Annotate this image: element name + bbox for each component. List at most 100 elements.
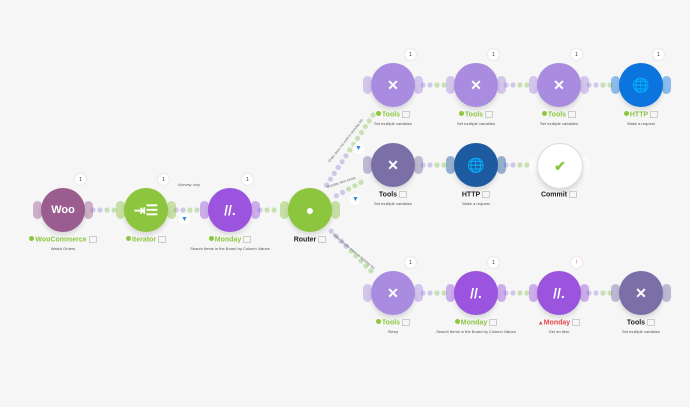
wrench-screwdriver-icon[interactable]: ✕ xyxy=(619,271,663,315)
notes-icon[interactable] xyxy=(318,236,327,243)
wrench-screwdriver-icon[interactable]: ✕ xyxy=(371,271,415,315)
globe-icon[interactable]: 🌐 xyxy=(619,63,663,107)
connector-dot xyxy=(427,82,433,88)
output-handle[interactable] xyxy=(84,201,93,219)
connector-dot xyxy=(333,193,339,199)
woocommerce-logo-icon[interactable]: Woo xyxy=(41,188,85,232)
module-action: Set multiple variables xyxy=(539,121,579,126)
output-handle[interactable] xyxy=(497,284,506,302)
input-handle[interactable] xyxy=(363,284,372,302)
notes-icon[interactable] xyxy=(572,319,581,326)
connector-dot xyxy=(517,82,523,88)
output-handle[interactable] xyxy=(497,156,506,174)
notes-icon[interactable] xyxy=(402,319,411,326)
connector-dot xyxy=(328,228,334,234)
connector-dot xyxy=(503,290,509,296)
notes-icon[interactable] xyxy=(399,191,408,198)
input-handle[interactable] xyxy=(529,156,538,174)
operations-count-bubble[interactable]: 1 xyxy=(405,49,416,60)
notes-icon[interactable] xyxy=(482,191,491,198)
monday-logo-icon[interactable]: //. xyxy=(537,271,581,315)
output-handle[interactable] xyxy=(580,284,589,302)
notes-icon[interactable] xyxy=(158,236,167,243)
output-handle[interactable] xyxy=(662,284,671,302)
success-icon xyxy=(125,236,131,242)
input-handle[interactable] xyxy=(200,201,209,219)
connector-dot xyxy=(517,162,523,168)
notes-icon[interactable] xyxy=(568,111,577,118)
connector-dot xyxy=(441,162,447,168)
module-title: Tools xyxy=(333,111,453,118)
connector-dot xyxy=(510,162,516,168)
input-handle[interactable] xyxy=(446,156,455,174)
monday-logo-icon[interactable]: //. xyxy=(208,188,252,232)
output-handle[interactable] xyxy=(497,76,506,94)
output-handle[interactable] xyxy=(251,201,260,219)
checkmark-icon[interactable]: ✔ xyxy=(537,143,583,189)
output-handle[interactable] xyxy=(662,76,671,94)
notes-icon[interactable] xyxy=(243,236,252,243)
module-title: Tools xyxy=(581,319,690,326)
notes-icon[interactable] xyxy=(569,191,578,198)
operations-count-bubble[interactable]: 1 xyxy=(75,174,86,185)
notes-icon[interactable] xyxy=(88,236,97,243)
module-action: Set multiple variables xyxy=(456,121,496,126)
output-handle[interactable] xyxy=(167,201,176,219)
input-handle[interactable] xyxy=(611,284,620,302)
router-icon[interactable]: ● xyxy=(288,188,332,232)
output-handle[interactable] xyxy=(580,76,589,94)
operations-count-bubble[interactable]: 1 xyxy=(242,174,253,185)
module-name: Iterator xyxy=(131,236,157,244)
input-handle[interactable] xyxy=(116,201,125,219)
input-handle[interactable] xyxy=(446,76,455,94)
module-name: Router xyxy=(293,236,317,244)
filter-icon[interactable]: ▼ xyxy=(179,214,190,225)
module-title: HTTP xyxy=(581,111,690,118)
operations-count-bubble[interactable]: 1 xyxy=(405,257,416,268)
connector-dot xyxy=(607,290,613,296)
globe-icon[interactable]: 🌐 xyxy=(454,143,498,187)
module-title: Tools xyxy=(499,111,619,118)
module-name: Tools xyxy=(381,111,401,119)
input-handle[interactable] xyxy=(529,284,538,302)
operations-count-bubble[interactable]: ! xyxy=(571,257,582,268)
notes-icon[interactable] xyxy=(485,111,494,118)
input-handle[interactable] xyxy=(280,201,289,219)
connector-dot xyxy=(586,290,592,296)
filter-icon[interactable]: ▼ xyxy=(353,143,364,154)
connector-dot xyxy=(354,135,361,141)
operations-count-bubble[interactable]: 1 xyxy=(571,49,582,60)
output-handle[interactable] xyxy=(414,284,423,302)
output-handle[interactable] xyxy=(580,156,589,174)
operations-count-bubble[interactable]: 1 xyxy=(158,174,169,185)
iterator-icon[interactable]: ⇥☰ xyxy=(124,188,168,232)
module-action: Set multiple variables xyxy=(621,329,661,334)
notes-icon[interactable] xyxy=(402,111,411,118)
connector-dot xyxy=(524,162,530,168)
module-name: WooCommerce xyxy=(35,236,87,244)
input-handle[interactable] xyxy=(611,76,620,94)
wrench-screwdriver-icon[interactable]: ✕ xyxy=(371,143,415,187)
output-handle[interactable] xyxy=(414,76,423,94)
operations-count-bubble[interactable]: 1 xyxy=(488,257,499,268)
wrench-screwdriver-icon[interactable]: ✕ xyxy=(537,63,581,107)
input-handle[interactable] xyxy=(529,76,538,94)
notes-icon[interactable] xyxy=(650,111,659,118)
connector-dot xyxy=(180,207,186,213)
output-handle[interactable] xyxy=(414,156,423,174)
input-handle[interactable] xyxy=(363,76,372,94)
notes-icon[interactable] xyxy=(489,319,498,326)
operations-count-bubble[interactable]: 1 xyxy=(653,49,664,60)
operations-count-bubble[interactable]: 1 xyxy=(488,49,499,60)
connector-dot xyxy=(335,164,341,171)
input-handle[interactable] xyxy=(33,201,42,219)
output-handle[interactable] xyxy=(331,201,340,219)
notes-icon[interactable] xyxy=(647,319,656,326)
filter-icon[interactable]: ▼ xyxy=(350,194,361,205)
input-handle[interactable] xyxy=(363,156,372,174)
input-handle[interactable] xyxy=(446,284,455,302)
monday-logo-icon[interactable]: //. xyxy=(454,271,498,315)
wrench-screwdriver-icon[interactable]: ✕ xyxy=(371,63,415,107)
wrench-screwdriver-icon[interactable]: ✕ xyxy=(454,63,498,107)
